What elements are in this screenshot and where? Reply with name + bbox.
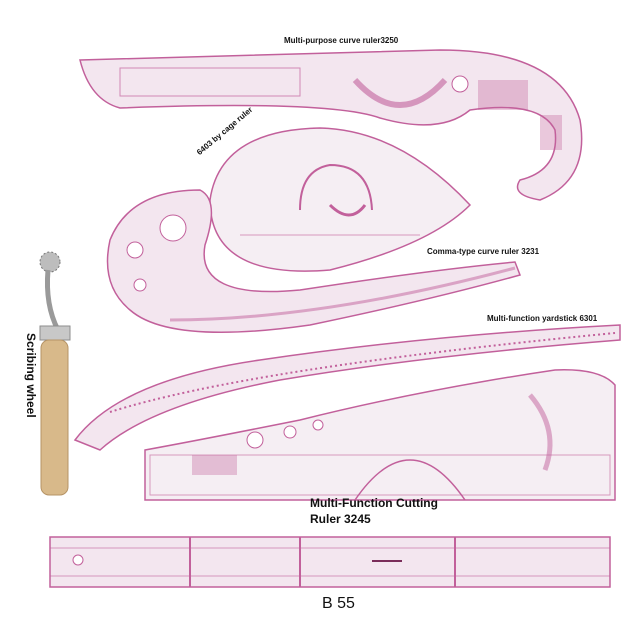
comma-type-curve-ruler xyxy=(106,189,521,334)
cutting-ruler xyxy=(144,369,616,501)
label-multi-function-yardstick: Multi-function yardstick 6301 xyxy=(487,314,598,323)
multi-function-yardstick xyxy=(73,324,621,451)
scribing-wheel xyxy=(39,251,71,496)
label-comma-type-curve-ruler: Comma-type curve ruler 3231 xyxy=(427,247,540,256)
cage-ruler xyxy=(209,127,472,272)
label-model-code: B 55 xyxy=(322,595,355,612)
label-multi-purpose-curve-ruler: Multi-purpose curve ruler3250 xyxy=(284,36,399,45)
multi-purpose-curve-ruler xyxy=(79,49,583,201)
label-cutting-ruler-line1: Multi-Function Cutting xyxy=(310,496,438,510)
straight-ruler xyxy=(49,536,611,588)
label-scribing-wheel: Scribing wheel xyxy=(24,333,38,418)
label-cutting-ruler-line2: Ruler 3245 xyxy=(310,512,371,526)
